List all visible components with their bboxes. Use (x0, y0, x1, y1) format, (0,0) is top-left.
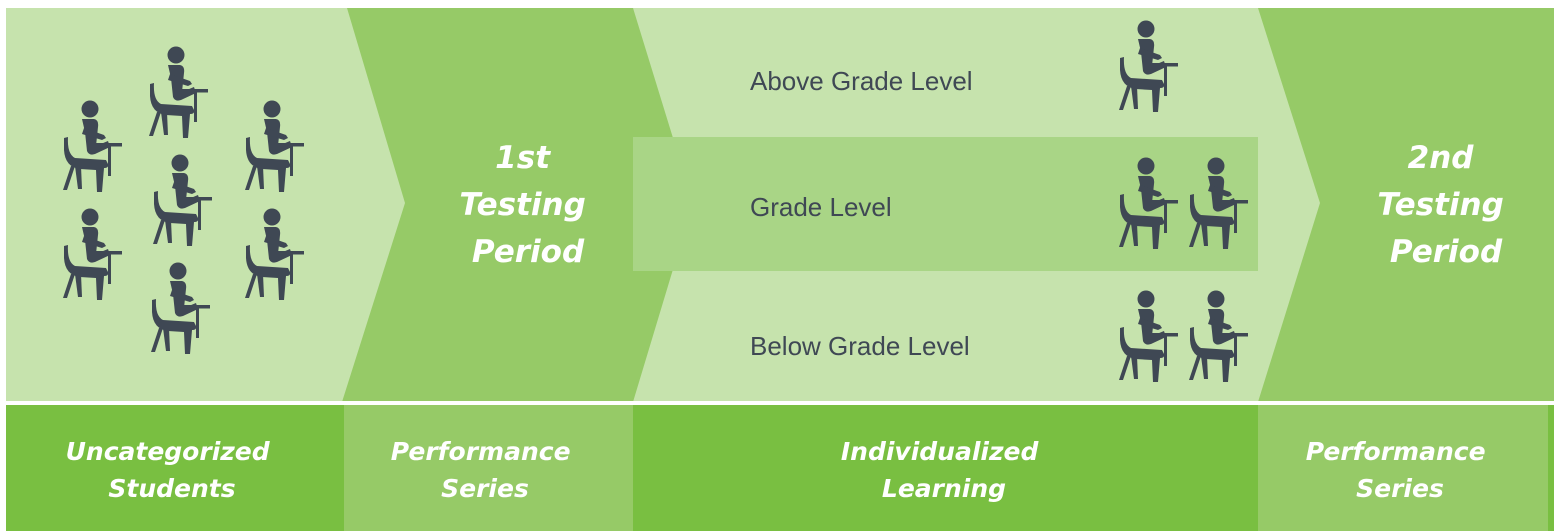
performance-series-caption-bg-2 (1258, 405, 1548, 531)
left-margin (0, 0, 6, 402)
grade-level-label: Grade Level (750, 192, 892, 222)
top-margin (0, 0, 1554, 8)
uncategorized-students-caption: Uncategorized Students (66, 437, 279, 503)
caption-edge (1548, 405, 1554, 531)
above-grade-level-label: Above Grade Level (750, 66, 973, 96)
second-testing-period-title: 2nd Testing Period (1377, 140, 1514, 270)
below-grade-level-label: Below Grade Level (750, 331, 970, 361)
individualized-learning-caption: Individualized Learning (841, 437, 1047, 503)
second-testing-period-chevron (1258, 8, 1554, 402)
first-testing-period-chevron (342, 8, 693, 402)
performance-series-caption: Performance Series (391, 437, 580, 503)
uncategorized-students-caption-bg (6, 405, 344, 531)
individualized-learning-caption-bg (633, 405, 1258, 531)
performance-series-caption-2: Performance Series (1306, 437, 1495, 503)
first-testing-period-title: 1st Testing Period (459, 140, 596, 270)
performance-series-caption-bg (344, 405, 633, 531)
